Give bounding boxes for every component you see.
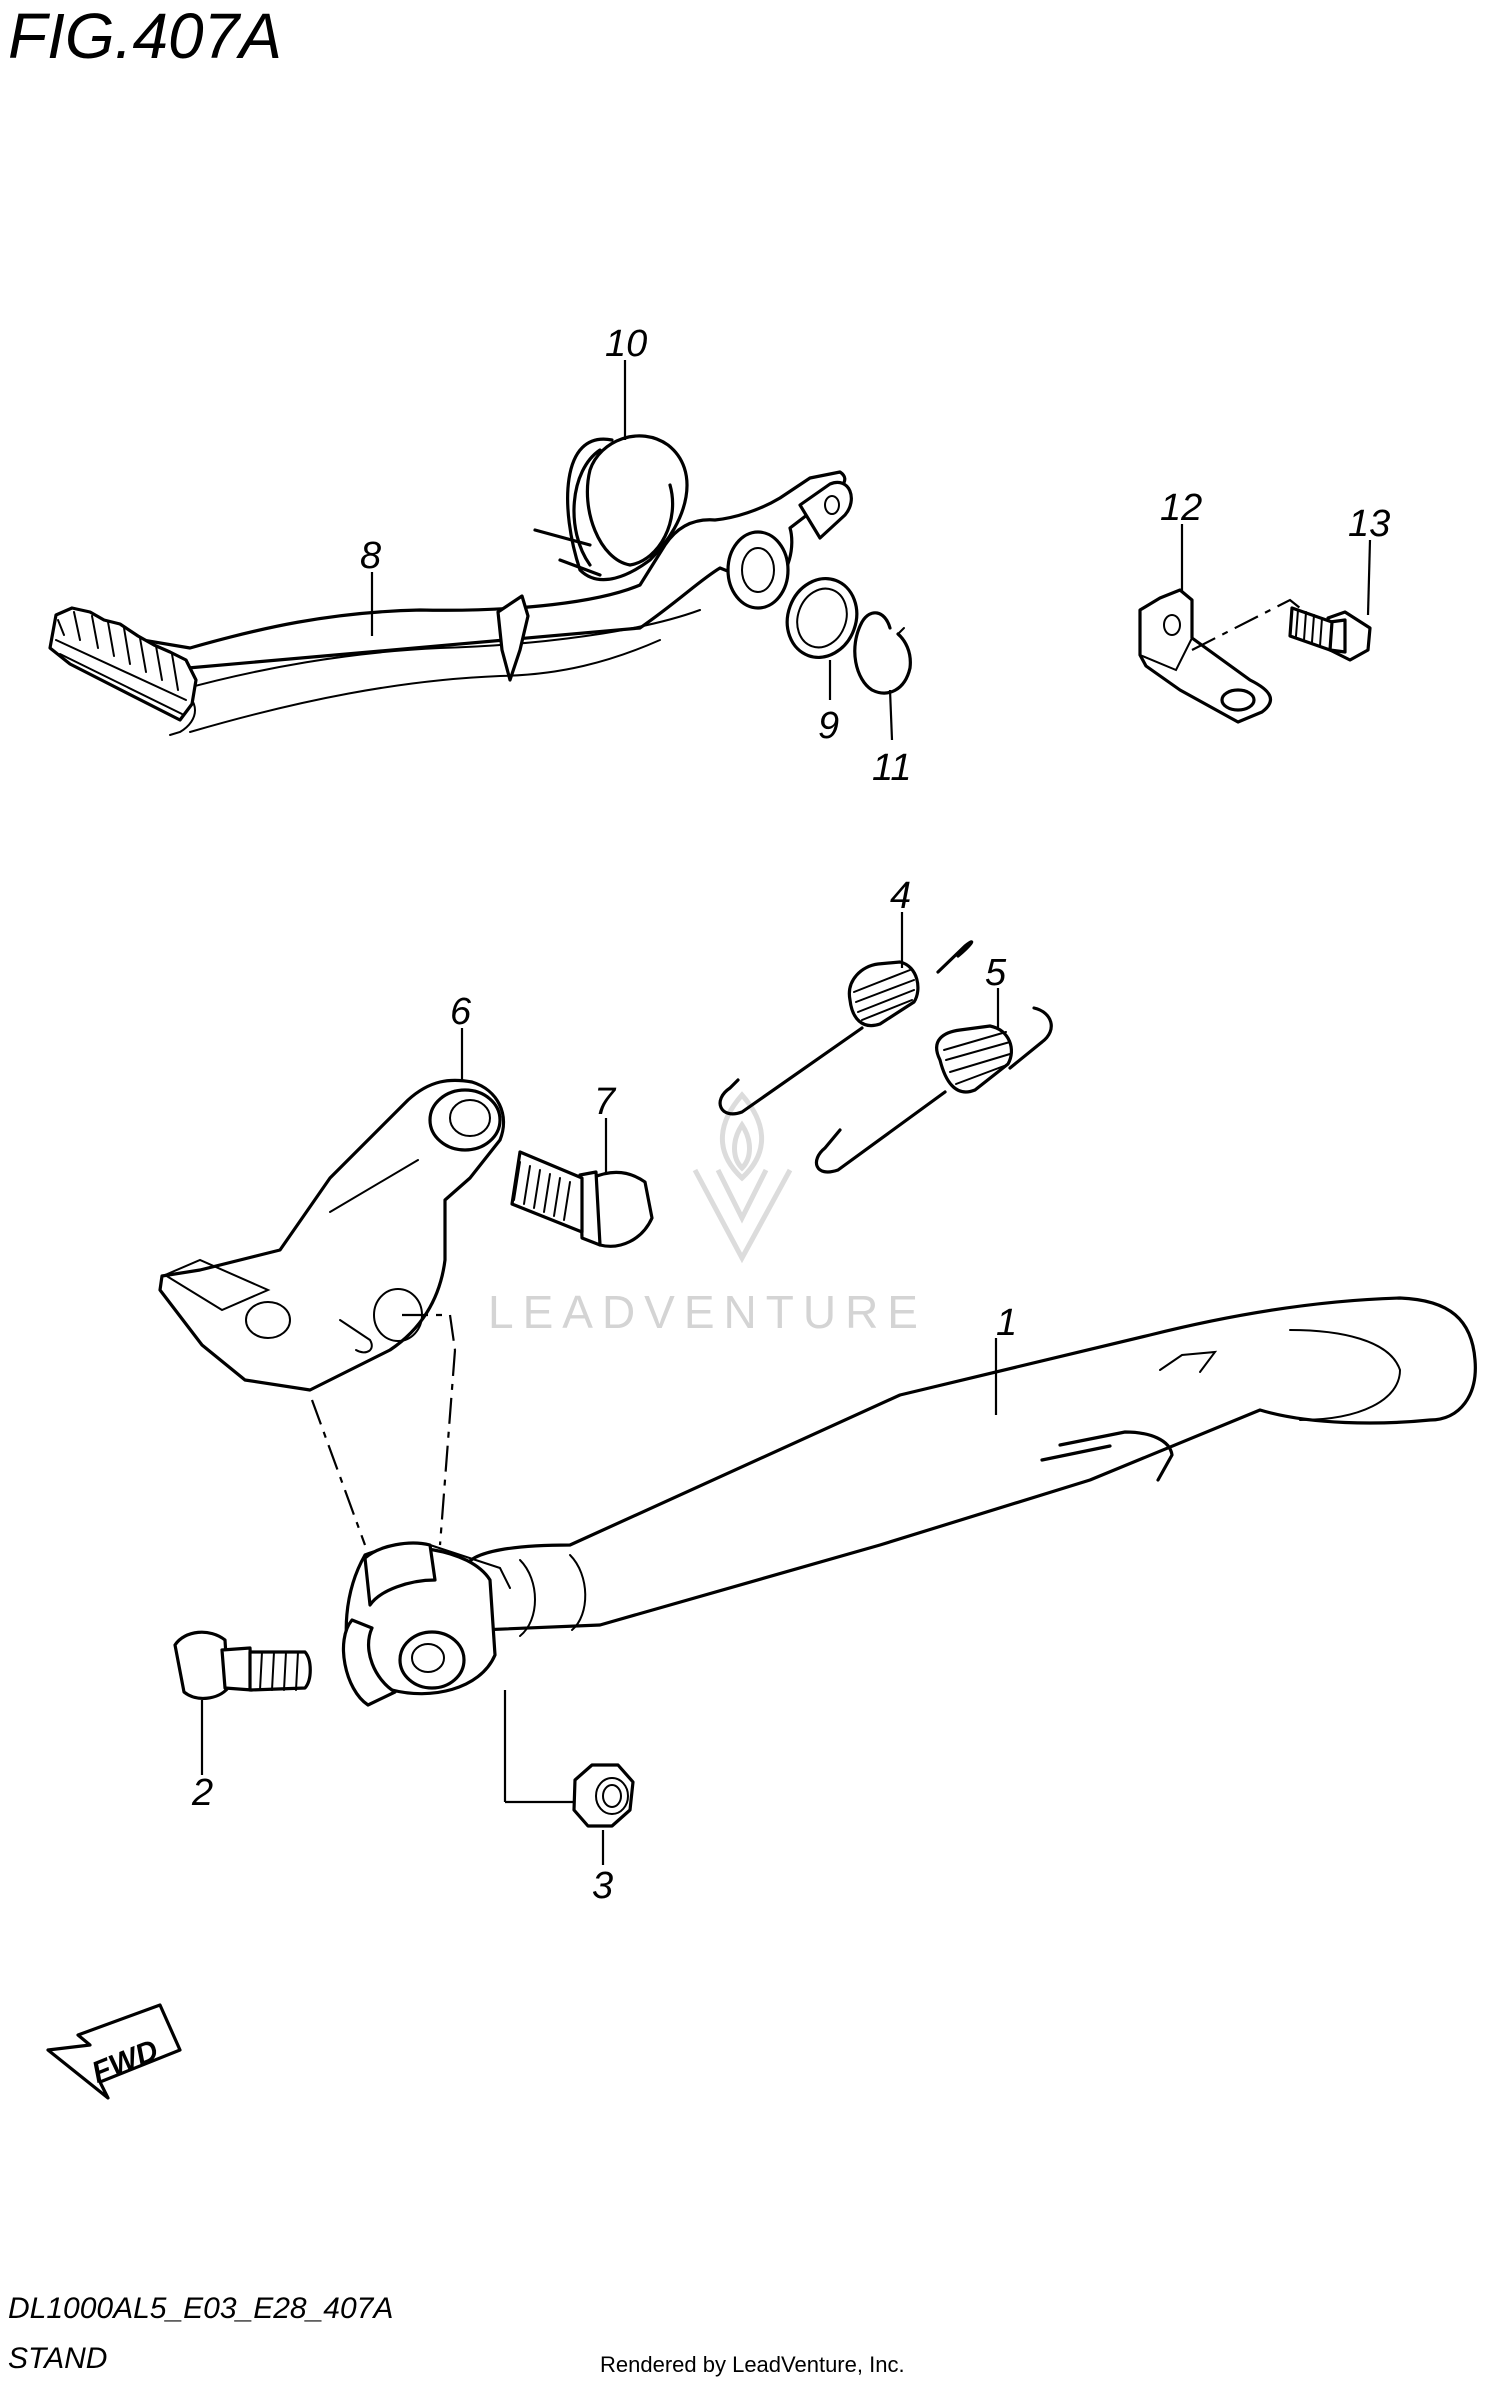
fwd-arrow-icon: FWD: [46, 2003, 182, 2100]
callout-4: 4: [890, 875, 911, 917]
figure-code: DL1000AL5_E03_E28_407A: [8, 2292, 393, 2325]
part-13-bolt: [1288, 606, 1372, 662]
callout-10: 10: [605, 323, 647, 365]
part-2-pivot-bolt: [173, 1630, 312, 1700]
leader-lines: [200, 360, 1372, 1865]
callout-7: 7: [594, 1081, 617, 1123]
callout-3: 3: [592, 1865, 613, 1907]
callout-5: 5: [985, 952, 1007, 994]
figure-title: FIG.407A: [8, 0, 282, 72]
callout-13: 13: [1348, 503, 1390, 545]
part-1-side-stand: [341, 1296, 1477, 1707]
part-8-brake-pedal: [48, 470, 853, 736]
rendered-by-credit: Rendered by LeadVenture, Inc.: [600, 2352, 905, 2377]
callout-1: 1: [996, 1302, 1017, 1344]
watermark-text: LEADVENTURE: [488, 1286, 927, 1338]
callout-2: 2: [191, 1772, 213, 1814]
callout-11: 11: [872, 747, 911, 789]
callout-6: 6: [450, 991, 472, 1033]
pedal-teeth: [55, 611, 187, 715]
part-5-spring: [814, 1006, 1053, 1174]
part-3-nut: [572, 1763, 635, 1828]
part-12-bracket: [1138, 588, 1273, 724]
part-9-washer: [785, 577, 859, 659]
callout-9: 9: [818, 705, 839, 747]
part-6-stand-bracket: [158, 1078, 506, 1392]
part-10-return-spring: [533, 434, 689, 582]
part-11-circlip: [853, 611, 912, 695]
callout-8: 8: [360, 535, 381, 577]
callout-labels: 1 2 3 4 5 6 7 8 9 10 11 12 13: [191, 323, 1390, 1907]
part-4-spring: [718, 940, 974, 1116]
part-7-bolt: [510, 1150, 654, 1248]
watermark-logo-icon: [692, 1091, 793, 1264]
figure-name: STAND: [8, 2342, 107, 2375]
callout-12: 12: [1160, 487, 1202, 529]
watermark: LEADVENTURE: [488, 1091, 927, 1338]
